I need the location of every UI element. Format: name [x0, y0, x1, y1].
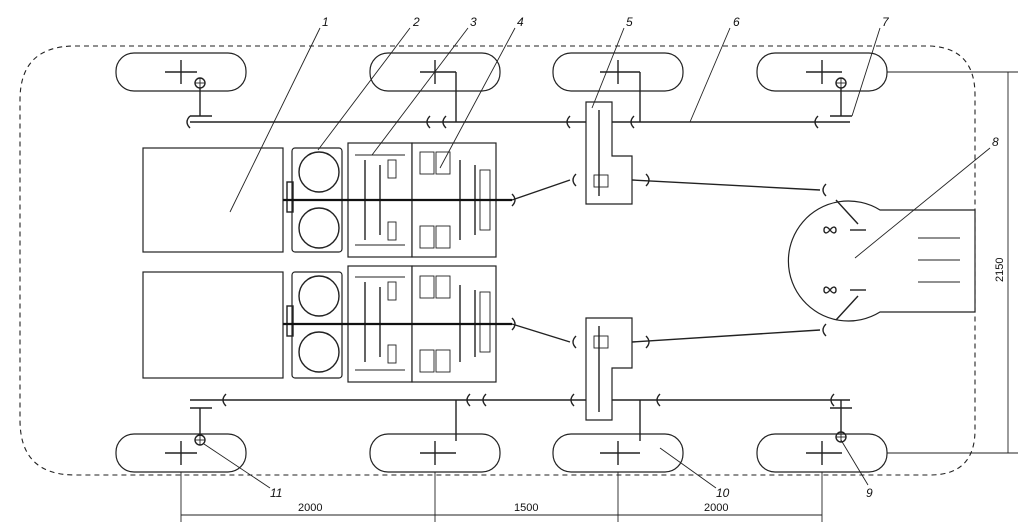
wheel-bottom-1: [115, 433, 247, 473]
callout-2: 2: [412, 15, 420, 29]
wheel-bottom-2: [369, 433, 501, 473]
cardan-shafts: [511, 173, 827, 349]
wheel-top-3: [552, 52, 684, 92]
wheel-top-4: [756, 52, 888, 92]
drive-shaft-top: [186, 72, 852, 129]
callout-6: 6: [733, 15, 740, 29]
wheel-bottom-4: [756, 433, 888, 473]
callout-leaders: [203, 27, 991, 489]
drive-shaft-bottom: [190, 393, 852, 441]
callout-7: 7: [882, 15, 890, 29]
callout-1: 1: [322, 15, 329, 29]
dimension-lines: [180, 71, 1018, 522]
wheel-top-1: [115, 52, 247, 92]
wheel-bottom-3: [552, 433, 684, 473]
callout-4: 4: [517, 15, 524, 29]
transfer-case-lower: [585, 317, 633, 421]
engine-lower: [142, 271, 284, 379]
dim-track: 2150: [994, 258, 1006, 282]
dim-wheelbase-1: 2000: [298, 502, 322, 514]
dim-wheelbase-3: 2000: [704, 502, 728, 514]
transfer-case-upper: [585, 101, 633, 205]
engine-upper: [142, 147, 284, 253]
callout-11: 11: [270, 486, 282, 500]
callout-8: 8: [992, 135, 999, 149]
hub-joints: [194, 77, 847, 446]
callout-10: 10: [716, 486, 730, 500]
hull-outline: [19, 45, 976, 476]
propulsion-unit: [787, 199, 976, 322]
callout-3: 3: [470, 15, 477, 29]
callout-5: 5: [626, 15, 633, 29]
callout-9: 9: [866, 486, 873, 500]
dim-wheelbase-2: 1500: [514, 502, 538, 514]
